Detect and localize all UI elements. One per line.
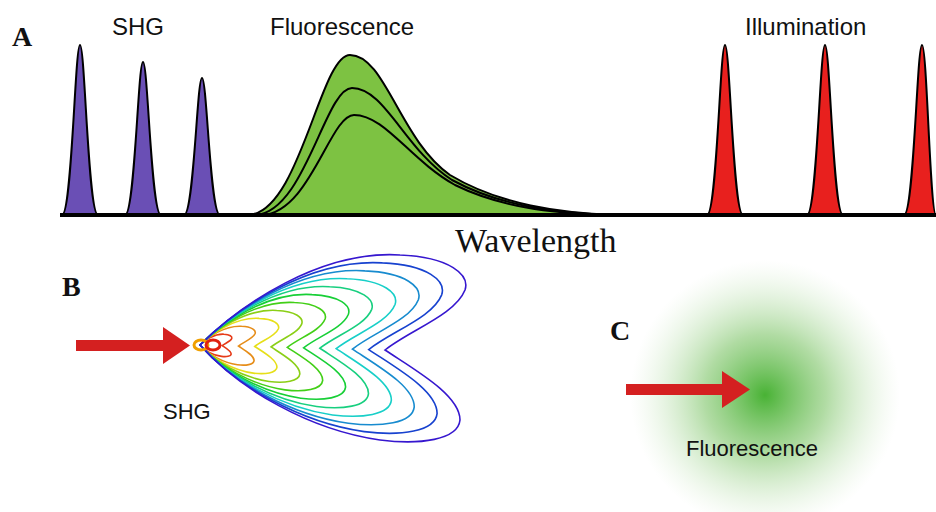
panel-label: B <box>62 272 81 303</box>
emission-contour <box>200 310 302 382</box>
excitation-arrow <box>626 371 750 408</box>
shg-source <box>194 340 220 350</box>
excitation-arrow <box>76 327 190 364</box>
emission-contour <box>200 255 466 442</box>
emission-contour <box>200 294 349 399</box>
shg-peaks <box>62 45 220 215</box>
spectrum-label: SHG <box>112 14 164 40</box>
emission-contour <box>200 286 372 407</box>
emission-contour <box>200 318 279 373</box>
emission-contour <box>200 271 419 425</box>
emission-contour <box>200 334 232 356</box>
emission-contour <box>200 263 442 434</box>
emission-contour <box>200 279 396 417</box>
pattern-label: SHG <box>163 400 211 424</box>
wavelength-axis <box>60 213 936 217</box>
fluorescence-spectrum <box>248 55 615 215</box>
illumination-peaks <box>707 45 936 215</box>
panel-label: C <box>610 316 630 347</box>
spectrum-label: Illumination <box>745 14 866 40</box>
pattern-label: Fluorescence <box>686 437 818 461</box>
panel-label: A <box>12 22 32 53</box>
spectrum-label: Fluorescence <box>270 14 414 40</box>
axis-label: Wavelength <box>455 222 617 259</box>
shg-emission-pattern <box>200 255 466 442</box>
